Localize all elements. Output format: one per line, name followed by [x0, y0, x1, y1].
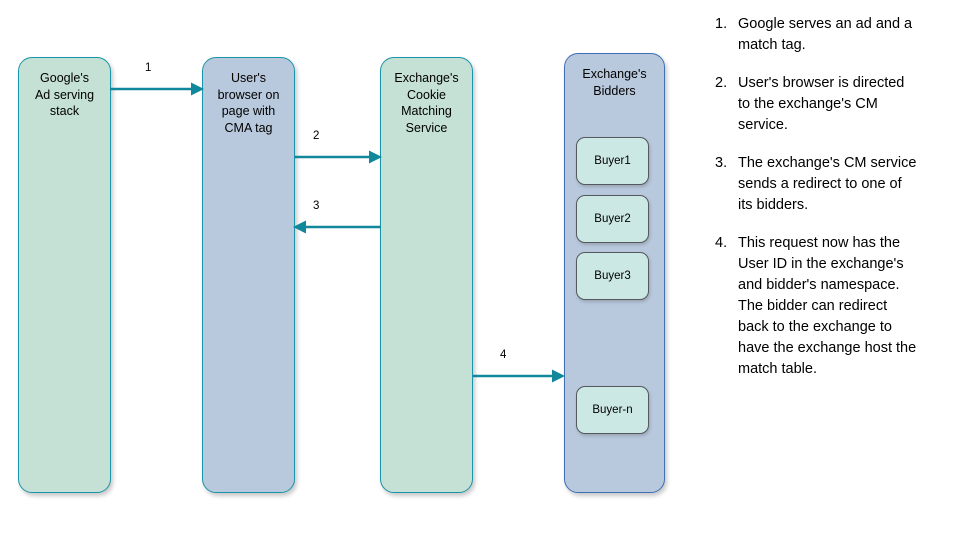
arrow-4-label: 4 — [500, 349, 507, 361]
step-number: 1. — [715, 16, 728, 32]
buyer-box[interactable]: Buyer2 — [576, 195, 649, 243]
list-item: 2. User's browser is directed to the exc… — [700, 73, 960, 136]
buyer-box[interactable]: Buyer3 — [576, 252, 649, 300]
step-number: 2. — [715, 75, 728, 91]
arrow-3 — [293, 220, 381, 234]
arrow-1-label: 1 — [145, 62, 152, 74]
lane-google-ad-serving-stack[interactable]: Google's Ad serving stack — [18, 57, 111, 493]
cookie-matching-diagram: Google's Ad serving stack User's browser… — [18, 53, 665, 493]
arrow-2 — [295, 150, 382, 164]
arrow-3-label: 3 — [313, 200, 320, 212]
lane-exchange-cookie-matching-service[interactable]: Exchange's Cookie Matching Service — [380, 57, 473, 493]
list-item: 1. Google serves an ad and a match tag. — [700, 14, 960, 56]
list-item: 3. The exchange's CM service sends a red… — [700, 153, 960, 216]
step-text: The exchange's CM service sends a redire… — [738, 155, 917, 213]
lane-label: Exchange's Cookie Matching Service — [394, 71, 459, 135]
step-number: 4. — [715, 235, 728, 251]
arrow-2-label: 2 — [313, 130, 320, 142]
step-text: User's browser is directed to the exchan… — [738, 75, 905, 133]
step-number: 3. — [715, 155, 728, 171]
buyer-box[interactable]: Buyer1 — [576, 137, 649, 185]
lane-label: User's browser on page with CMA tag — [217, 71, 280, 135]
list-item: 4. This request now has the User ID in t… — [700, 233, 960, 380]
lane-exchange-bidders[interactable]: Exchange's Bidders Buyer1 Buyer2 Buyer3 … — [564, 53, 665, 493]
steps-list: 1. Google serves an ad and a match tag. … — [700, 0, 960, 540]
arrow-4 — [473, 369, 565, 383]
lane-label: Google's Ad serving stack — [34, 71, 95, 118]
buyer-box[interactable]: Buyer-n — [576, 386, 649, 434]
step-text: Google serves an ad and a match tag. — [738, 16, 913, 53]
step-text: This request now has the User ID in the … — [738, 235, 917, 377]
arrow-1 — [110, 82, 204, 96]
lane-label: Exchange's Bidders — [582, 67, 647, 98]
lane-user-browser[interactable]: User's browser on page with CMA tag — [202, 57, 295, 493]
